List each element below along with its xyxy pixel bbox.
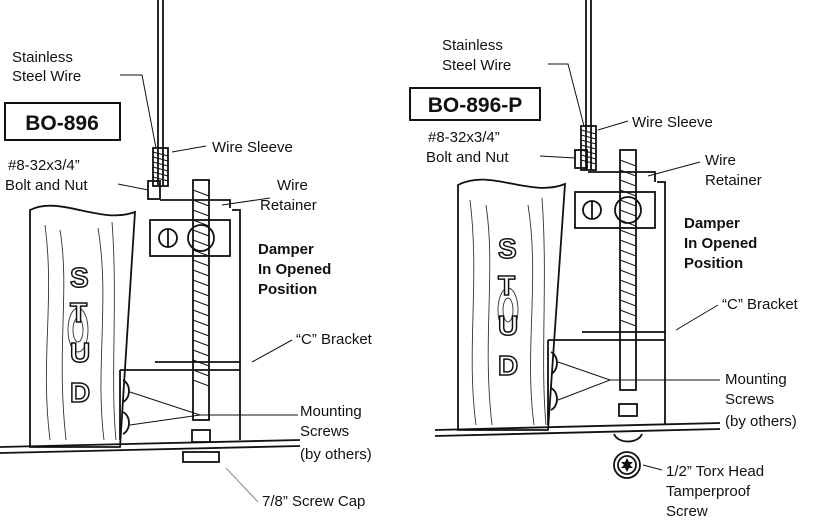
- bolt-label: Bolt and Nut: [5, 177, 88, 194]
- stud-letter: D: [498, 350, 518, 381]
- wire-label: Stainless: [12, 49, 73, 66]
- sleeve-label: Wire Sleeve: [212, 139, 293, 156]
- stud-letter: D: [70, 377, 90, 408]
- retainer-label: Retainer: [705, 172, 762, 189]
- stud-letter: S: [498, 233, 517, 264]
- wire-sleeve: [580, 125, 597, 171]
- wire-retainer: [588, 171, 656, 182]
- c-bracket: [547, 339, 665, 425]
- screws-label: Mounting: [725, 371, 787, 388]
- c-bracket: [155, 209, 241, 363]
- wire-label: Steel Wire: [12, 68, 81, 85]
- bracket-label: “C” Bracket: [722, 296, 799, 313]
- torx-label: Screw: [666, 503, 708, 520]
- mounting-screw: [122, 411, 130, 435]
- wood-stud: [29, 204, 136, 448]
- wire-label: Stainless: [442, 37, 503, 54]
- right-panel: S T U D: [409, 0, 799, 520]
- screws-label: Screws: [725, 391, 774, 408]
- leader-line: [539, 155, 576, 159]
- sleeve-label: Wire Sleeve: [632, 114, 713, 131]
- torx-label: Tamperproof: [666, 483, 751, 500]
- damper-label: Damper: [684, 215, 740, 232]
- ceiling-line: [0, 445, 301, 454]
- stud-letter: U: [498, 310, 518, 341]
- bolt-label: #8-32x3/4”: [428, 129, 500, 146]
- bolt-label: #8-32x3/4”: [8, 157, 80, 174]
- damper-label: Position: [684, 255, 743, 272]
- bottom-nut: [618, 403, 638, 417]
- damper-block: [149, 219, 231, 257]
- wire-label: Steel Wire: [442, 57, 511, 74]
- mounting-screw: [550, 351, 558, 375]
- torx-screw-icon: [613, 451, 641, 479]
- model-label: BO-896: [25, 112, 99, 135]
- leader-line: [597, 120, 629, 131]
- stud-letter: S: [70, 262, 89, 293]
- leader-line: [221, 197, 271, 206]
- ceiling-line: [434, 422, 721, 431]
- cap-label: 7/8” Screw Cap: [262, 493, 365, 510]
- screws-label: Screws: [300, 423, 349, 440]
- model-box: [409, 87, 541, 121]
- mounting-screw: [550, 387, 558, 411]
- c-bracket: [119, 369, 240, 440]
- leader-line: [647, 161, 701, 177]
- leader-line: [117, 183, 149, 191]
- wire-retainer: [160, 199, 231, 208]
- leader-line: [251, 339, 293, 363]
- c-bracket: [582, 181, 666, 333]
- model-label: BO-896-P: [428, 94, 523, 117]
- damper-label: Position: [258, 281, 317, 298]
- ceiling-line: [434, 428, 721, 437]
- damper-label: In Opened: [684, 235, 757, 252]
- screws-label: (by others): [300, 446, 372, 463]
- mounting-screw: [122, 379, 130, 403]
- leader-line: [675, 304, 719, 331]
- bolt-label: Bolt and Nut: [426, 149, 509, 166]
- screw-cap: [182, 451, 220, 463]
- ceiling-line: [0, 439, 301, 448]
- leader-line: [642, 464, 663, 471]
- screw-head: [613, 433, 643, 443]
- leader-line: [129, 391, 298, 426]
- damper-block: [574, 191, 656, 229]
- leader-line: [171, 145, 207, 153]
- stud-letter: U: [70, 337, 90, 368]
- bolt-and-nut: [574, 149, 588, 169]
- bottom-nut: [191, 429, 211, 443]
- leader-line: [548, 63, 585, 127]
- model-box: [4, 102, 121, 141]
- damper-label: Damper: [258, 241, 314, 258]
- bracket-label: “C” Bracket: [296, 331, 373, 348]
- stud-letter: T: [70, 297, 87, 328]
- leader-line: [557, 361, 720, 401]
- threaded-rod: [192, 179, 210, 421]
- screws-label: Mounting: [300, 403, 362, 420]
- retainer-label: Retainer: [260, 197, 317, 214]
- torx-label: 1/2” Torx Head: [666, 463, 764, 480]
- leader-line: [225, 467, 259, 503]
- screws-label: (by others): [725, 413, 797, 430]
- retainer-label: Wire: [705, 152, 736, 169]
- threaded-rod: [619, 149, 637, 391]
- retainer-label: Wire: [277, 177, 308, 194]
- stud-letter: T: [498, 270, 515, 301]
- damper-label: In Opened: [258, 261, 331, 278]
- wood-stud: [457, 178, 566, 431]
- leader-line: [120, 74, 157, 149]
- left-panel: S T U D: [0, 0, 373, 510]
